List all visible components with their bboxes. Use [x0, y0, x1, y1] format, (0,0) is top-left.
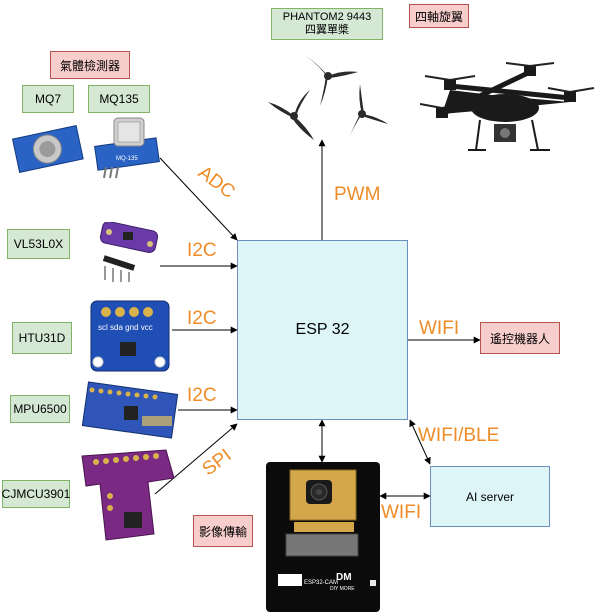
wifi-ble-label: WIFI/BLE: [418, 425, 499, 447]
pwm-label: PWM: [334, 184, 380, 206]
quadcopter-illustration: [420, 50, 598, 160]
wifi-cam-label: WIFI: [381, 502, 421, 524]
propeller-label: PHANTOM2 9443 四翼單槳: [271, 8, 383, 40]
mpu6500-label: MPU6500: [10, 395, 70, 423]
i2c-label-mpu: I2C: [187, 385, 217, 407]
htu31d-pin-labels: scl sda gnd vcc: [98, 323, 153, 332]
vl53l0x-label: VL53L0X: [7, 229, 70, 259]
quadcopter-label: 四軸旋翼: [409, 4, 469, 28]
esp32-cam-board: ESP32-CAM DM DIY MORE: [266, 462, 380, 612]
mq-gas-sensor-boards: MQ-135: [8, 112, 163, 184]
remote-robot-label: 遙控機器人: [480, 322, 560, 354]
mq135-label: MQ135: [88, 85, 150, 113]
cam-brand-text: DIY MORE: [330, 586, 355, 592]
mq7-label: MQ7: [22, 85, 74, 113]
gas-detector-label: 氣體檢測器: [50, 51, 130, 79]
cjmcu3901-board: [78, 448, 178, 542]
propeller-illustration: [262, 44, 392, 144]
mq135-board-text: MQ-135: [116, 156, 138, 162]
vl53l0x-board: [95, 222, 165, 284]
cam-logo-text: DM: [336, 572, 352, 583]
mpu6500-board: [82, 380, 180, 440]
wifi-robot-label: WIFI: [419, 318, 459, 340]
htu31d-board: scl sda gnd vcc: [90, 300, 170, 372]
i2c-label-htu: I2C: [187, 308, 217, 330]
image-transfer-label: 影像傳輸: [193, 515, 253, 547]
esp32-block: ESP 32: [237, 240, 408, 420]
ai-server-block: AI server: [430, 466, 550, 527]
htu31d-label: HTU31D: [12, 322, 72, 354]
cjmcu3901-label: CJMCU3901: [2, 480, 70, 508]
i2c-label-vl53: I2C: [187, 240, 217, 262]
